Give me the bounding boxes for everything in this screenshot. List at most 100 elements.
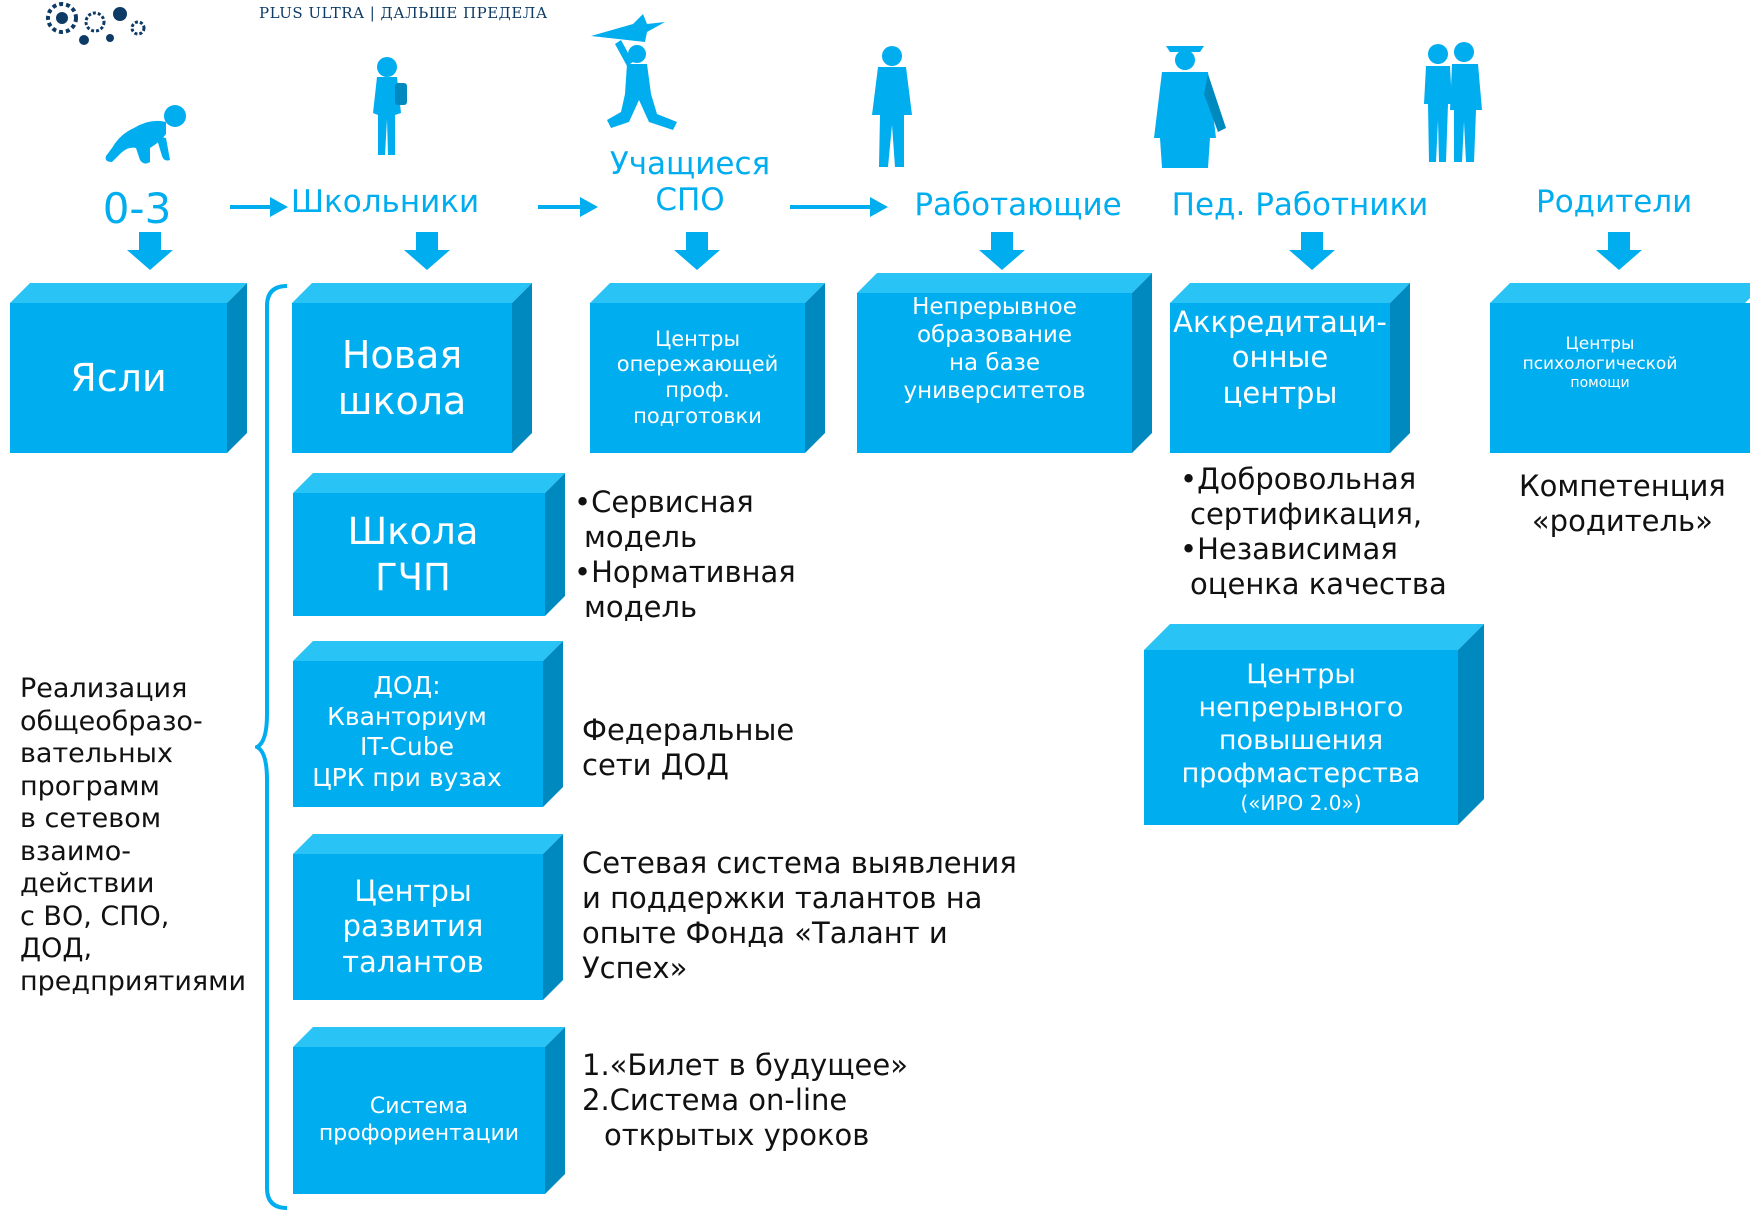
note-line: сертификация,: [1190, 497, 1423, 531]
note-line: модель: [584, 590, 698, 624]
left-text-line: ДОД,: [20, 933, 93, 964]
note-line: •Независимая: [1180, 532, 1398, 566]
box-career-label: Система профориентации: [293, 1047, 545, 1194]
left-text-line: общеобразо-: [20, 705, 203, 737]
category-spo-line2: СПО: [655, 181, 725, 218]
left-text-line: программ: [20, 770, 160, 802]
box-line: подготовки: [633, 403, 762, 428]
note-line: и поддержки талантов на: [582, 881, 983, 915]
left-text-line: Реализация: [20, 673, 188, 704]
box-line: Новая: [341, 332, 463, 377]
note-line: опыте Фонда «Талант и: [582, 916, 948, 950]
left-text-line: вательных: [20, 738, 173, 769]
box-line: повышения: [1218, 725, 1384, 757]
box-spo-centers: Центры опережающей проф. подготовки: [590, 283, 825, 453]
left-text-line: предприятиями: [20, 965, 247, 997]
note-career: 1.«Билет в будущее» 2.Система on-line от…: [582, 1048, 908, 1153]
box-line: образование: [916, 321, 1073, 348]
arrow-down-icon: [1596, 232, 1642, 270]
note-line: Компетенция: [1519, 469, 1726, 503]
box-gchp-label: Школа ГЧП: [293, 493, 533, 616]
box-line: («ИРО 2.0»): [1240, 791, 1362, 816]
box-line: профориентации: [318, 1120, 520, 1146]
arrow-right-icon: [790, 197, 888, 217]
arrow-down-icon: [674, 232, 720, 270]
left-text-line: в сетевом: [20, 803, 162, 834]
box-continuous-education: Непрерывное образование на базе универси…: [857, 273, 1152, 453]
box-line: на базе: [948, 350, 1041, 376]
box-line: ДОД:: [373, 671, 441, 700]
box-line: университетов: [903, 378, 1086, 405]
box-new-school-label: Новая школа: [292, 303, 512, 453]
box-line: Система: [369, 1093, 469, 1119]
box-psych-centers: Центры психологической помощи: [1490, 283, 1750, 453]
header-tagline: PLUS ULTRA | ДАЛЬШЕ ПРЕДЕЛА: [259, 4, 548, 22]
box-gchp-school: Школа ГЧП: [293, 473, 565, 616]
logo-icon: [46, 2, 146, 45]
note-gchp: •Сервисная модель •Нормативная модель: [574, 485, 796, 625]
category-teachers: Пед. Работники: [1171, 187, 1429, 223]
box-line: ЦРК при вузах: [312, 762, 502, 792]
note-line: •Сервисная: [574, 485, 754, 519]
box-line: Школа: [347, 510, 479, 554]
note-parents: Компетенция «родитель»: [1519, 469, 1726, 539]
note-line: оценка качества: [1190, 567, 1447, 601]
note-line: •Нормативная: [574, 555, 796, 589]
box-line: Центры: [1246, 659, 1356, 691]
box-line: Центры: [654, 326, 741, 351]
box-line: ГЧП: [375, 555, 451, 599]
arrow-down-icon: [979, 232, 1025, 270]
crawling-baby-icon: [105, 105, 186, 164]
box-line: центры: [1222, 375, 1338, 410]
box-line: помощи: [1570, 375, 1630, 392]
schoolchild-icon: [373, 57, 407, 155]
walking-man-icon: [872, 46, 912, 167]
box-iro: Центры непрерывного повышения профмастер…: [1144, 624, 1484, 825]
box-talents-label: Центры развития талантов: [293, 854, 533, 1000]
box-line: проф.: [665, 378, 730, 402]
box-continuous-label: Непрерывное образование на базе универси…: [857, 293, 1132, 405]
box-psych-label: Центры психологической помощи: [1490, 303, 1710, 423]
category-infants: 0-3: [102, 184, 172, 233]
arrow-down-icon: [1289, 232, 1335, 270]
box-line: Центры: [1565, 333, 1635, 354]
left-text-line: взаимо-: [20, 835, 131, 867]
note-line: •Добровольная: [1180, 462, 1417, 496]
box-line: профмастерства: [1181, 758, 1421, 790]
category-workers: Работающие: [914, 187, 1122, 223]
box-line: психологической: [1522, 354, 1678, 375]
note-accreditation: •Добровольная сертификация, •Независимая…: [1180, 462, 1447, 602]
note-line: Федеральные: [582, 713, 795, 747]
left-description: Реализация общеобразо- вательных програм…: [20, 673, 246, 998]
box-spo-centers-label: Центры опережающей проф. подготовки: [590, 303, 805, 453]
arrow-down-icon: [404, 232, 450, 270]
box-line: Аккредитаци-: [1173, 304, 1387, 339]
box-dod-label: ДОД: Кванториум IT-Cube ЦРК при вузах: [293, 657, 521, 807]
box-yasli-label: Ясли: [70, 355, 167, 400]
note-talents: Сетевая система выявления и поддержки та…: [582, 846, 1017, 986]
box-accreditation: Аккредитаци- онные центры: [1170, 283, 1410, 453]
box-talent-centers: Центры развития талантов: [293, 834, 563, 1000]
note-line: «родитель»: [1531, 504, 1713, 538]
left-text-line: с ВО, СПО,: [20, 900, 170, 932]
category-parents: Родители: [1536, 184, 1693, 220]
note-line: открытых уроков: [604, 1118, 870, 1152]
box-yasli: Ясли: [10, 283, 247, 453]
note-line: 1.«Билет в будущее»: [582, 1048, 908, 1082]
curly-brace-icon: [255, 284, 288, 1210]
box-line: опережающей: [616, 352, 779, 377]
category-spo-line1: Учащиеся: [609, 146, 771, 182]
arrow-right-icon: [230, 197, 288, 217]
box-accreditation-label: Аккредитаци- онные центры: [1170, 303, 1390, 413]
box-line: онные: [1231, 340, 1329, 375]
box-line: Кванториум: [327, 701, 487, 731]
boy-with-plane-icon: [591, 14, 677, 130]
category-spo-students: Учащиеся СПО: [600, 146, 780, 218]
left-text-line: действии: [20, 868, 155, 899]
box-line: IT-Cube: [360, 732, 454, 761]
box-career-guidance: Система профориентации: [293, 1027, 565, 1194]
box-line: непрерывного: [1198, 692, 1404, 724]
box-line: школа: [337, 379, 467, 423]
note-line: модель: [584, 520, 698, 554]
box-new-school: Новая школа: [292, 283, 532, 453]
